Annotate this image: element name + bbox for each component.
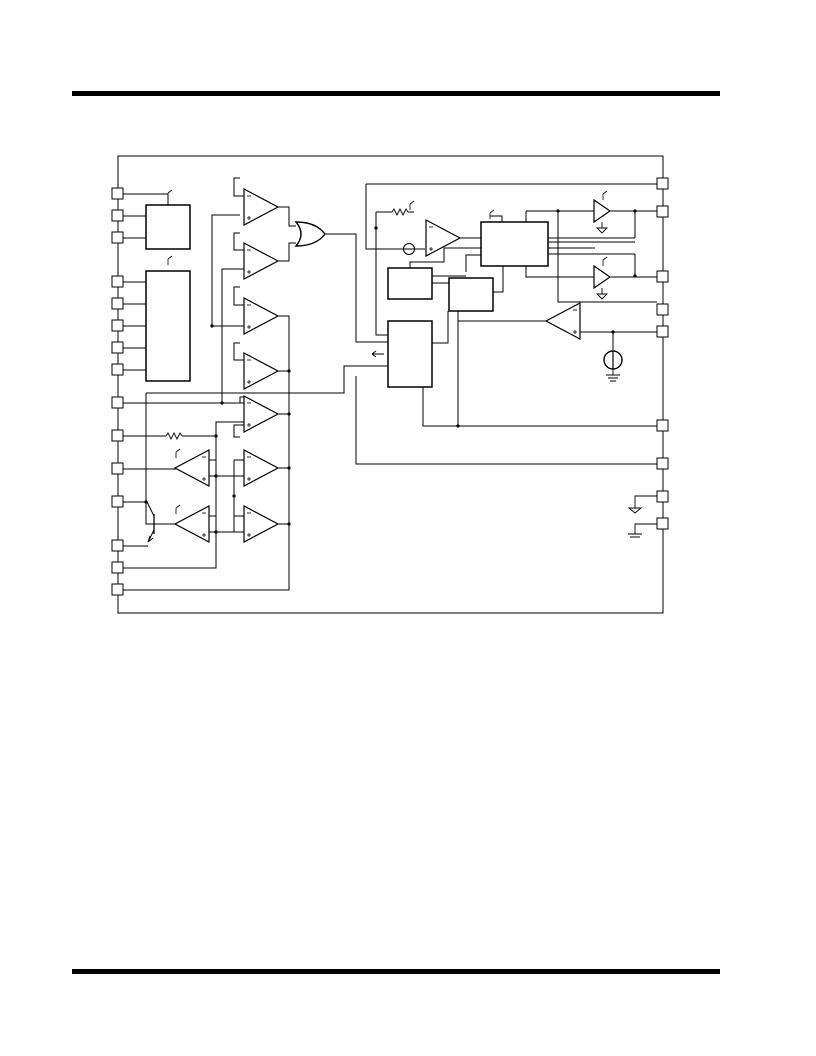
opamp-left-2 bbox=[174, 505, 210, 543]
ground-icon-3 bbox=[606, 369, 620, 382]
current-source-small bbox=[403, 243, 415, 255]
transistor bbox=[123, 499, 155, 547]
amplifier-1 bbox=[425, 219, 461, 257]
comparator-1 bbox=[243, 188, 279, 226]
ground-icon-2 bbox=[595, 288, 609, 300]
pin-l14 bbox=[111, 561, 124, 574]
pin-l15 bbox=[111, 583, 124, 596]
package-outline bbox=[117, 155, 664, 614]
pin-l9 bbox=[111, 396, 124, 409]
buffer-1 bbox=[593, 198, 612, 224]
pin-l1 bbox=[111, 187, 124, 200]
ground-icon-1 bbox=[595, 222, 609, 234]
comparator-2 bbox=[243, 242, 279, 280]
pin-r8 bbox=[656, 490, 669, 503]
header-rule bbox=[72, 91, 720, 96]
logic-block-a bbox=[145, 204, 191, 250]
buffer-2 bbox=[593, 264, 612, 290]
comparator-7 bbox=[243, 505, 279, 543]
pin-l4 bbox=[111, 275, 124, 288]
logic-block-e bbox=[448, 277, 494, 312]
arrow-left bbox=[371, 350, 384, 358]
logic-block-c bbox=[480, 221, 549, 267]
comparator-column bbox=[243, 188, 279, 543]
pin-l11 bbox=[111, 462, 124, 475]
supply-tick bbox=[167, 189, 173, 200]
pin-r9 bbox=[656, 517, 669, 530]
logic-block-b bbox=[145, 270, 191, 382]
left-pins bbox=[111, 187, 124, 596]
pin-l2 bbox=[111, 209, 124, 222]
pin-l6 bbox=[111, 319, 124, 332]
footer-rule bbox=[72, 969, 720, 974]
or-gate bbox=[294, 221, 326, 247]
comparator-6 bbox=[243, 449, 279, 487]
opamp-left-1 bbox=[174, 449, 210, 487]
pin-l10 bbox=[111, 429, 124, 442]
amplifier-2 bbox=[545, 302, 581, 340]
pin-r1 bbox=[656, 177, 669, 190]
pin-r2 bbox=[656, 205, 669, 218]
pin-l8 bbox=[111, 363, 124, 376]
pin-l3 bbox=[111, 231, 124, 244]
comparator-3 bbox=[243, 297, 279, 335]
pin-r3 bbox=[656, 270, 669, 283]
pin-l7 bbox=[111, 341, 124, 354]
comparator-4 bbox=[243, 352, 279, 390]
pin-r7 bbox=[656, 457, 669, 470]
ground-icon-4 bbox=[627, 495, 657, 514]
comparator-5 bbox=[243, 395, 279, 433]
pin-r6 bbox=[656, 419, 669, 432]
pin-r5 bbox=[656, 325, 669, 338]
resistor-2 bbox=[391, 207, 409, 217]
pin-r4 bbox=[656, 303, 669, 316]
ground-icon-5 bbox=[628, 523, 657, 538]
junction-dots bbox=[144, 209, 637, 534]
pin-l5 bbox=[111, 297, 124, 310]
right-pins bbox=[656, 177, 669, 530]
logic-block-d bbox=[387, 267, 433, 300]
pin-l12 bbox=[111, 495, 124, 508]
resistor-1 bbox=[165, 431, 183, 441]
pin-l13 bbox=[111, 539, 124, 552]
control-block bbox=[387, 320, 433, 388]
